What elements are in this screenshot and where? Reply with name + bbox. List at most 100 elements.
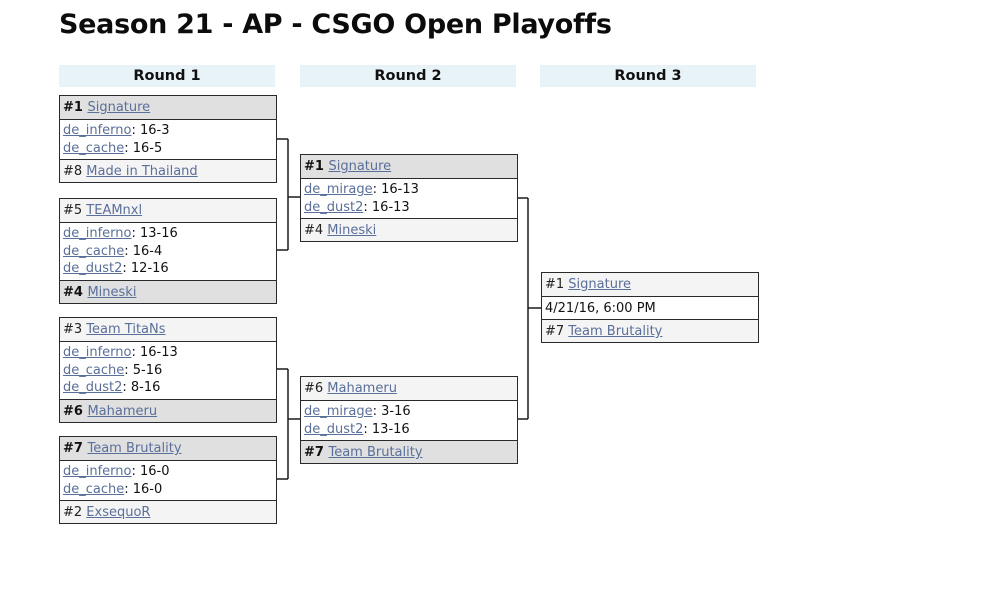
game-score: : 16-5: [124, 140, 163, 156]
round-1-header: Round 1: [59, 65, 275, 87]
page-title: Season 21 - AP - CSGO Open Playoffs: [59, 9, 612, 40]
game-score: : 16-4: [124, 243, 163, 259]
match-r3-final: #1 Signature 4/21/16, 6:00 PM #7 Team Br…: [541, 272, 759, 343]
match-r1-m4: #7 Team Brutality de_inferno: 16-0 de_ca…: [59, 436, 277, 524]
match-r1-m1: #1 Signature de_inferno: 16-3 de_cache: …: [59, 95, 277, 183]
connector-r1-top: [277, 138, 300, 251]
team-link[interactable]: Made in Thailand: [86, 164, 198, 179]
map-link[interactable]: de_dust2: [63, 261, 123, 276]
seed: #3: [63, 322, 87, 337]
team-link[interactable]: Mineski: [87, 284, 137, 300]
seed: #8: [63, 164, 87, 179]
map-link[interactable]: de_mirage: [304, 404, 373, 419]
round-3-header: Round 3: [540, 65, 756, 87]
map-link[interactable]: de_inferno: [63, 123, 132, 138]
game-row: de_cache: 16-5: [63, 140, 273, 158]
team-link[interactable]: Team TitaNs: [86, 322, 166, 337]
team-row: #1 Signature: [60, 96, 276, 119]
game-score: : 12-16: [122, 261, 169, 276]
team-row: #1 Signature: [542, 273, 758, 296]
connector-r1-bottom: [277, 368, 300, 480]
seed: #2: [63, 505, 87, 520]
game-row: de_mirage: 16-13: [304, 181, 514, 199]
game-row: de_cache: 16-4: [63, 243, 273, 261]
seed: #7: [304, 445, 329, 460]
seed: #5: [63, 203, 87, 218]
game-score: : 8-16: [122, 380, 161, 395]
seed: #7: [63, 441, 88, 456]
team-row: #3 Team TitaNs: [60, 318, 276, 341]
team-row: #7 Team Brutality: [60, 437, 276, 460]
team-link[interactable]: Team Brutality: [328, 445, 423, 460]
map-link[interactable]: de_inferno: [63, 345, 132, 360]
team-row: #1 Signature: [301, 155, 517, 178]
seed: #6: [304, 381, 328, 396]
match-r1-m3: #3 Team TitaNs de_inferno: 16-13 de_cach…: [59, 317, 277, 423]
team-link[interactable]: Signature: [568, 277, 632, 292]
map-link[interactable]: de_cache: [63, 140, 125, 156]
map-link[interactable]: de_mirage: [304, 182, 373, 197]
match-r2-m2: #6 Mahameru de_mirage: 3-16 de_dust2: 13…: [300, 376, 518, 464]
game-row: de_dust2: 13-16: [304, 421, 514, 439]
game-row: de_dust2: 16-13: [304, 199, 514, 217]
team-link[interactable]: Mineski: [327, 223, 377, 238]
connector-r2: [518, 197, 541, 420]
map-link[interactable]: de_cache: [63, 481, 125, 497]
team-row: #2 ExsequoR: [60, 500, 276, 523]
game-results: de_inferno: 16-13 de_cache: 5-16 de_dust…: [60, 341, 276, 399]
seed: #1: [63, 100, 88, 115]
match-datetime: 4/21/16, 6:00 PM: [542, 296, 758, 319]
game-score: : 16-13: [363, 199, 410, 215]
team-link[interactable]: Mahameru: [327, 381, 397, 396]
game-row: de_inferno: 13-16: [63, 225, 273, 243]
game-results: de_inferno: 13-16 de_cache: 16-4 de_dust…: [60, 222, 276, 280]
match-r2-m1: #1 Signature de_mirage: 16-13 de_dust2: …: [300, 154, 518, 242]
game-score: : 5-16: [124, 362, 163, 378]
team-row: #4 Mineski: [301, 218, 517, 241]
game-score: : 16-0: [131, 464, 170, 479]
team-link[interactable]: Team Brutality: [568, 324, 663, 339]
game-row: de_dust2: 8-16: [63, 379, 273, 397]
game-results: de_mirage: 3-16 de_dust2: 13-16: [301, 400, 517, 440]
team-link[interactable]: TEAMnxl: [86, 203, 143, 218]
map-link[interactable]: de_cache: [63, 243, 125, 259]
game-score: : 16-3: [131, 123, 170, 138]
team-row: #8 Made in Thailand: [60, 159, 276, 182]
team-link[interactable]: Mahameru: [87, 403, 158, 419]
game-row: de_inferno: 16-3: [63, 122, 273, 140]
game-results: de_inferno: 16-0 de_cache: 16-0: [60, 460, 276, 500]
map-link[interactable]: de_inferno: [63, 464, 132, 479]
match-r1-m2: #5 TEAMnxl de_inferno: 13-16 de_cache: 1…: [59, 198, 277, 304]
game-score: : 16-13: [131, 345, 178, 360]
team-row: #5 TEAMnxl: [60, 199, 276, 222]
map-link[interactable]: de_dust2: [304, 199, 364, 215]
map-link[interactable]: de_dust2: [304, 421, 364, 437]
team-link[interactable]: Signature: [328, 159, 392, 174]
game-results: de_inferno: 16-3 de_cache: 16-5: [60, 119, 276, 159]
map-link[interactable]: de_cache: [63, 362, 125, 378]
seed: #4: [63, 284, 88, 300]
team-row: #4 Mineski: [60, 279, 276, 303]
game-score: : 3-16: [372, 404, 411, 419]
seed: #1: [545, 277, 569, 292]
team-row: #6 Mahameru: [301, 377, 517, 400]
seed: #6: [63, 403, 88, 419]
game-row: de_dust2: 12-16: [63, 260, 273, 278]
seed: #4: [304, 223, 328, 238]
game-row: de_cache: 5-16: [63, 362, 273, 380]
game-row: de_inferno: 16-13: [63, 344, 273, 362]
game-row: de_cache: 16-0: [63, 481, 273, 499]
game-row: de_inferno: 16-0: [63, 463, 273, 481]
game-score: : 13-16: [131, 226, 178, 241]
round-2-header: Round 2: [300, 65, 516, 87]
map-link[interactable]: de_inferno: [63, 226, 132, 241]
team-link[interactable]: ExsequoR: [86, 505, 151, 520]
game-row: de_mirage: 3-16: [304, 403, 514, 421]
team-row: #6 Mahameru: [60, 398, 276, 422]
map-link[interactable]: de_dust2: [63, 380, 123, 395]
team-link[interactable]: Signature: [87, 100, 151, 115]
seed: #7: [545, 324, 569, 339]
team-link[interactable]: Team Brutality: [87, 441, 182, 456]
game-score: : 16-0: [124, 481, 163, 497]
team-row: #7 Team Brutality: [301, 440, 517, 463]
